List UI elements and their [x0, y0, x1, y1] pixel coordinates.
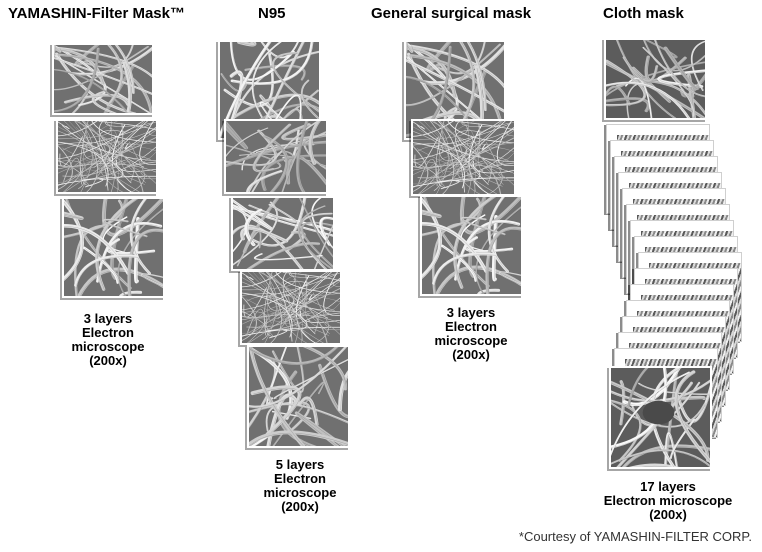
- title-cloth-mask: Cloth mask: [603, 5, 684, 22]
- micrograph-yamashin-layer-3: [62, 197, 165, 298]
- courtesy-credit: *Courtesy of YAMASHIN-FILTER CORP.: [518, 529, 752, 544]
- micrograph-cloth-top-layer: [604, 38, 707, 120]
- micrograph-yamashin-layer-1: [52, 43, 154, 115]
- micrograph-n95-layer-2: [224, 119, 328, 194]
- micrograph-surgical-layer-3: [420, 195, 523, 296]
- title-n95: N95: [258, 5, 286, 22]
- caption-surgical: 3 layers Electron microscope (200x): [434, 305, 508, 362]
- caption-n95: 5 layers Electron microscope (200x): [263, 457, 337, 514]
- title-general-surgical-mask: General surgical mask: [371, 5, 532, 22]
- micrograph-cloth-bottom-layer: [609, 366, 712, 469]
- title-yamashin-filter-mask: YAMASHIN-Filter Mask™: [8, 5, 185, 22]
- caption-cloth: 17 layers Electron microscope (200x): [603, 479, 733, 522]
- caption-yamashin: 3 layers Electron microscope (200x): [71, 311, 145, 368]
- micrograph-n95-layer-5: [247, 345, 350, 448]
- micrograph-n95-layer-3: [231, 196, 335, 271]
- micrograph-yamashin-layer-2: [56, 119, 158, 194]
- micrograph-n95-layer-4: [240, 270, 342, 345]
- micrograph-surgical-layer-2: [411, 119, 516, 196]
